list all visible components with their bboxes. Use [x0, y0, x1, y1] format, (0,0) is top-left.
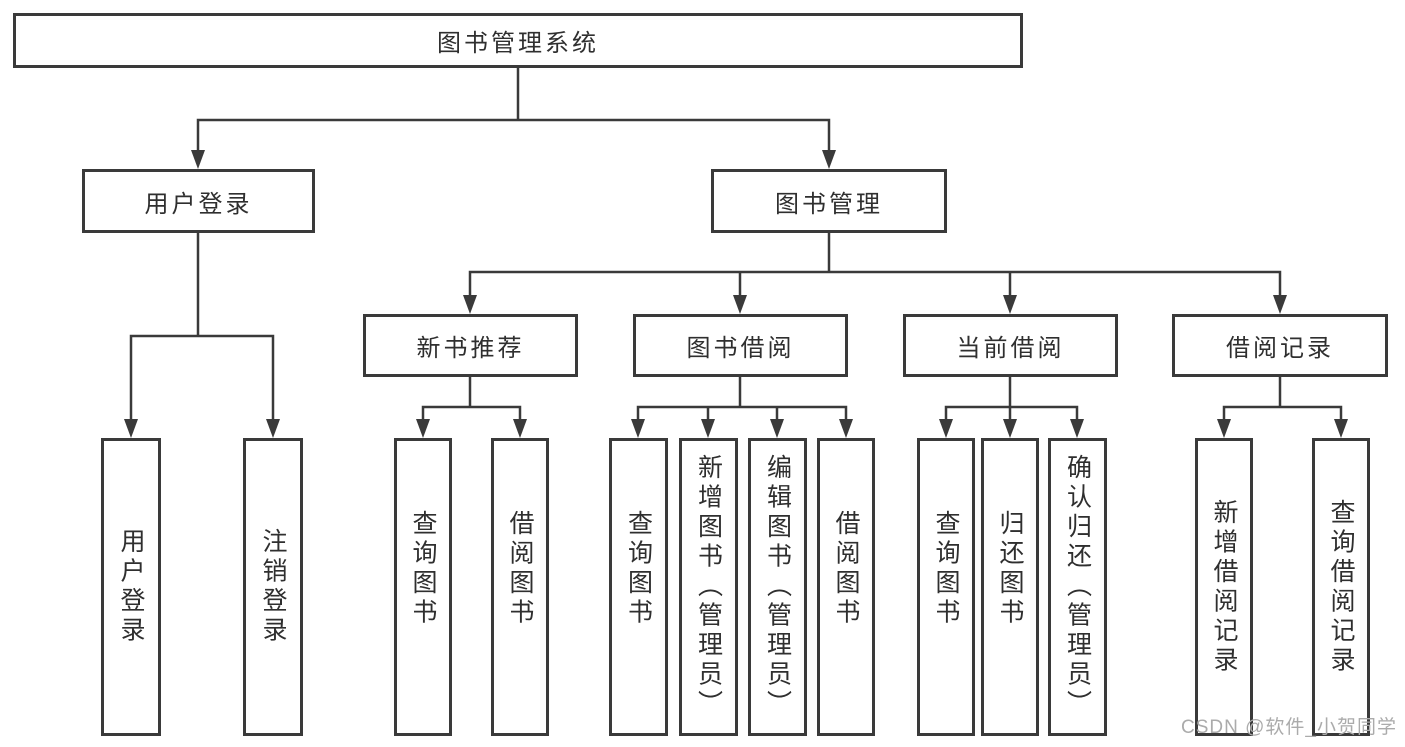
arrowhead-down-icon: [513, 419, 527, 438]
node-book-management: 图书管理: [711, 169, 947, 233]
node-user-login: 用户登录: [82, 169, 315, 233]
connector-root-to-level2: [191, 66, 836, 169]
node-leaf-return-book: 归还图书: [981, 438, 1039, 736]
arrowhead-down-icon: [1070, 419, 1084, 438]
arrowhead-down-icon: [1273, 295, 1287, 314]
arrowhead-down-icon: [416, 419, 430, 438]
node-leaf-borrow-books: 借阅图书: [817, 438, 875, 736]
node-leaf-logout: 注销登录: [243, 438, 303, 736]
connector-line: [196, 66, 831, 155]
connector-new-book-to-children: [416, 375, 527, 438]
node-label: 借阅记录: [1226, 335, 1334, 362]
node-leaf-confirm-return-admin: 确认归还（管理员）: [1048, 438, 1107, 736]
arrowhead-down-icon: [1217, 419, 1231, 438]
connector-book-borrowing-to-children: [631, 375, 853, 438]
node-leaf-edit-book-admin: 编辑图书（管理员）: [748, 438, 807, 736]
arrowhead-down-icon: [1334, 419, 1348, 438]
node-label: 用户登录: [144, 190, 253, 218]
arrowhead-down-icon: [631, 419, 645, 438]
node-leaf-query-borrow-record: 查询借阅记录: [1312, 438, 1370, 736]
node-new-book-recommend: 新书推荐: [363, 314, 578, 377]
node-label: 查询借阅记录: [1327, 498, 1355, 676]
connector-line: [468, 231, 1282, 300]
node-label: 当前借阅: [956, 335, 1065, 362]
node-label: 新增图书（管理员）: [694, 454, 723, 720]
node-label: 借阅图书: [506, 510, 534, 628]
node-label: 查询图书: [409, 510, 437, 628]
node-label: 确认归还（管理员）: [1063, 454, 1092, 720]
connector-line: [1222, 375, 1343, 424]
node-current-borrowing: 当前借阅: [903, 314, 1118, 377]
node-label: 图书借阅: [686, 335, 795, 362]
node-label: 编辑图书（管理员）: [763, 454, 792, 720]
connector-line: [129, 231, 275, 424]
node-label: 用户登录: [117, 528, 145, 646]
arrowhead-down-icon: [733, 295, 747, 314]
connector-borrow-records-to-children: [1217, 375, 1348, 438]
arrowhead-down-icon: [822, 150, 836, 169]
node-label: 归还图书: [996, 510, 1024, 628]
arrowhead-down-icon: [266, 419, 280, 438]
node-library-system: 图书管理系统: [13, 13, 1023, 68]
node-leaf-query-books: 查询图书: [394, 438, 452, 736]
connector-line: [636, 375, 848, 424]
connector-line: [944, 375, 1079, 424]
connector-book-management-to-level3: [463, 231, 1287, 314]
node-leaf-query-books: 查询图书: [917, 438, 975, 736]
node-label: 借阅图书: [832, 510, 860, 628]
arrowhead-down-icon: [463, 295, 477, 314]
node-label: 图书管理系统: [437, 30, 599, 57]
node-book-borrowing: 图书借阅: [633, 314, 848, 377]
arrowhead-down-icon: [701, 419, 715, 438]
node-label: 注销登录: [259, 528, 287, 646]
connector-user-login-to-children: [124, 231, 280, 438]
arrowhead-down-icon: [839, 419, 853, 438]
node-leaf-query-books: 查询图书: [609, 438, 668, 736]
connector-current-borrow-to-children: [939, 375, 1084, 438]
arrowhead-down-icon: [770, 419, 784, 438]
arrowhead-down-icon: [939, 419, 953, 438]
node-label: 图书管理: [775, 190, 883, 218]
arrowhead-down-icon: [1003, 419, 1017, 438]
node-label: 新书推荐: [416, 335, 525, 362]
arrowhead-down-icon: [124, 419, 138, 438]
node-label: 查询图书: [932, 510, 960, 628]
node-leaf-user-login: 用户登录: [101, 438, 161, 736]
node-leaf-add-book-admin: 新增图书（管理员）: [679, 438, 738, 736]
watermark: CSDN @软件_小贺同学: [1181, 717, 1397, 738]
node-label: 查询图书: [624, 510, 653, 628]
connector-line: [421, 375, 522, 424]
node-borrow-records: 借阅记录: [1172, 314, 1388, 377]
node-label: 新增借阅记录: [1210, 498, 1238, 676]
arrowhead-down-icon: [191, 150, 205, 169]
node-leaf-add-borrow-record: 新增借阅记录: [1195, 438, 1253, 736]
node-leaf-borrow-books: 借阅图书: [491, 438, 549, 736]
arrowhead-down-icon: [1003, 295, 1017, 314]
